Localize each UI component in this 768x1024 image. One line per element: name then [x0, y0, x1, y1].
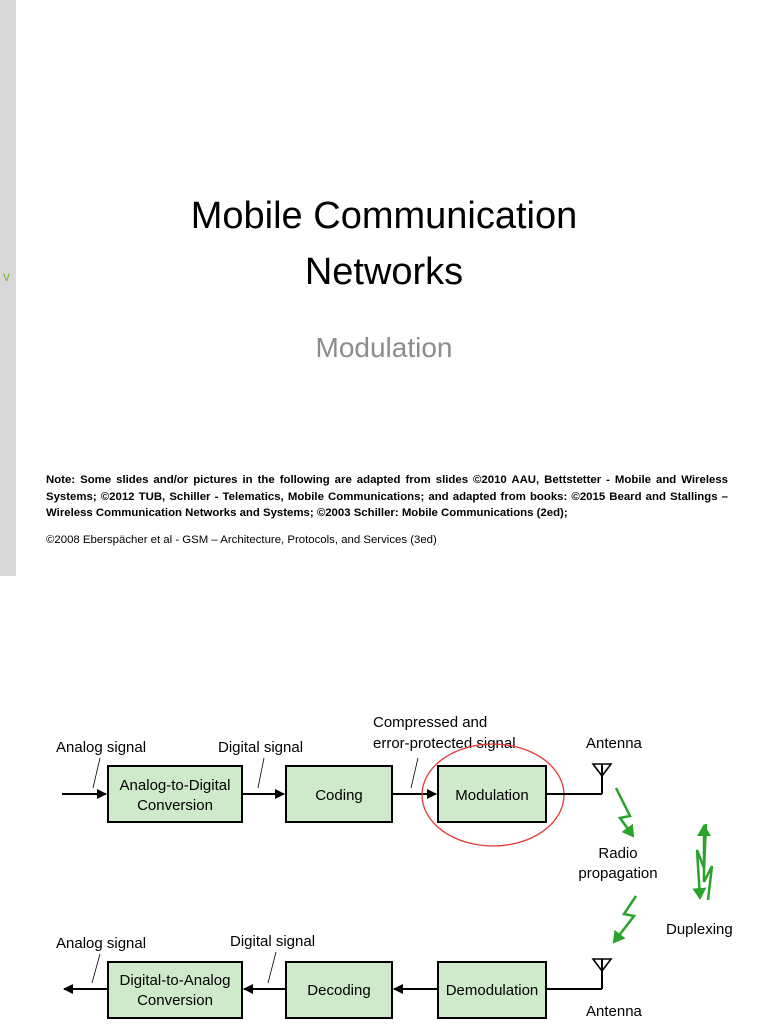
bottom-antenna-icon [591, 958, 613, 973]
slide-subtitle: Modulation [315, 332, 453, 363]
radio-down-bolt-bottom [612, 895, 638, 944]
attribution-note: Note: Some slides and/or pictures in the… [46, 472, 728, 548]
decoding-box [285, 961, 393, 1019]
dac-box [107, 961, 243, 1019]
top-input-label: Analog signal [56, 739, 146, 756]
top-input-tick [92, 757, 101, 789]
top-digital-label: Digital signal [218, 739, 303, 756]
sidebar-strip [0, 0, 16, 576]
radio-label-1: Radio [598, 845, 637, 862]
compressed-tick [410, 757, 419, 789]
bottom-digital-tick [267, 951, 277, 984]
bottom-antenna-label: Antenna [586, 1003, 643, 1020]
coding-label: Coding [315, 787, 363, 804]
adc-label-2: Conversion [137, 797, 213, 814]
compressed-label-1: Compressed and [373, 714, 487, 731]
duplexing-bolt-up [697, 824, 714, 901]
slide-title: Mobile Communication Networks [0, 188, 768, 300]
title-line-2: Networks [304, 251, 464, 293]
bottom-output-tick [91, 953, 101, 984]
dac-label-2: Conversion [137, 992, 213, 1009]
top-digital-tick [257, 757, 265, 789]
coding-box [285, 765, 393, 823]
bottom-digital-label: Digital signal [230, 933, 315, 950]
top-antenna-label: Antenna [586, 735, 643, 752]
bottom-output-label: Analog signal [56, 935, 146, 952]
modulation-label: Modulation [455, 787, 528, 804]
radio-down-bolt-top [614, 787, 635, 838]
note-label: Note: [46, 474, 76, 486]
adc-label-1: Analog-to-Digital [120, 777, 231, 794]
compressed-label-2: error-protected signal [373, 735, 516, 752]
modulation-box [437, 765, 547, 823]
dac-label-1: Digital-to-Analog [120, 972, 231, 989]
demodulation-box [437, 961, 547, 1019]
top-antenna-icon [591, 763, 613, 778]
title-line-1: Mobile Communication [190, 195, 578, 237]
adc-box [107, 765, 243, 823]
slide-marker: v [3, 268, 10, 284]
decoding-label: Decoding [307, 982, 370, 999]
signal-chain-diagram: Analog signal Analog-to-Digital Conversi… [56, 714, 733, 1020]
note-text: Some slides and/or pictures in the follo… [46, 474, 728, 519]
note-text-2: ©2008 Eberspächer et al - GSM – Architec… [46, 533, 437, 546]
demodulation-label: Demodulation [446, 982, 539, 999]
duplexing-label: Duplexing [666, 921, 733, 938]
radio-label-2: propagation [578, 865, 657, 882]
